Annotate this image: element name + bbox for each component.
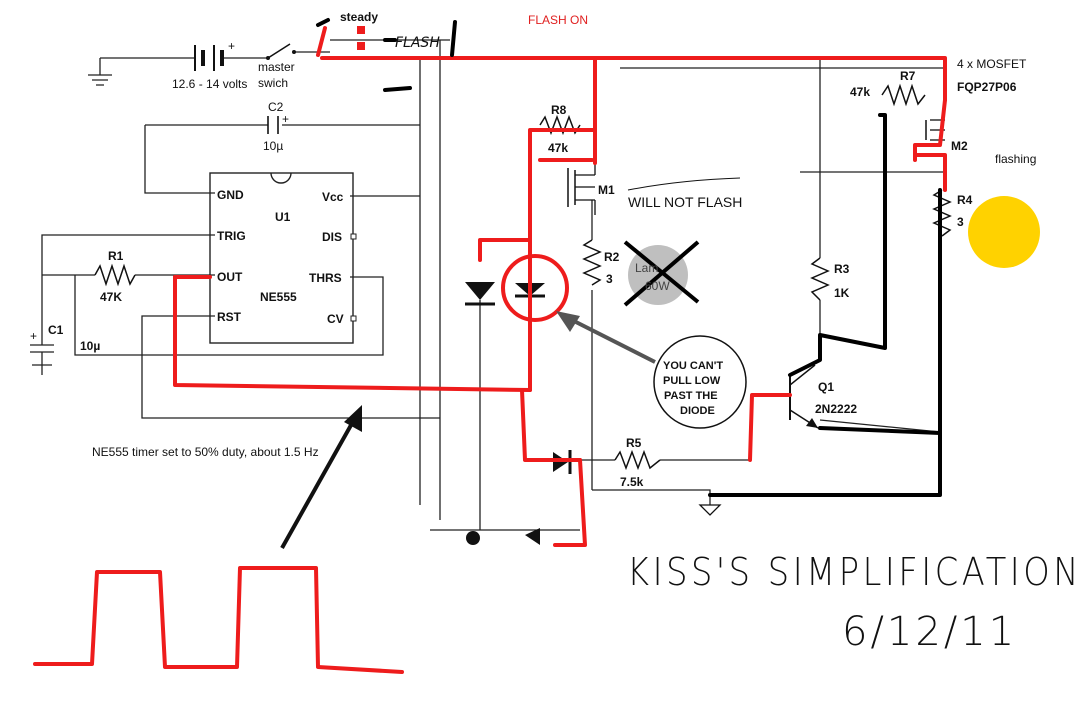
r3-name: R3 xyxy=(834,262,850,276)
c1-name: C1 xyxy=(48,323,64,337)
r1-name: R1 xyxy=(108,249,124,263)
c2-value: 10µ xyxy=(263,139,283,153)
c2-name: C2 xyxy=(268,100,284,114)
lamp-on xyxy=(968,196,1040,268)
pin-thrs: THRS xyxy=(309,271,342,285)
pin-out: OUT xyxy=(217,270,243,284)
pin-rst: RST xyxy=(217,310,242,324)
pin-vcc: Vcc xyxy=(322,190,344,204)
chip-part: NE555 xyxy=(260,290,297,304)
mosfet-m1 xyxy=(567,155,596,215)
steady-label: steady xyxy=(340,10,378,24)
resistor-r3 xyxy=(810,257,830,301)
r3-value: 1K xyxy=(834,286,850,300)
handwritten-date: 6/12/11 xyxy=(842,609,1017,655)
gray-arrow xyxy=(556,311,656,364)
r7-name: R7 xyxy=(900,69,916,83)
lamp-label-1: Lam xyxy=(635,261,658,275)
battery-plus: + xyxy=(228,39,235,53)
r2-name: R2 xyxy=(604,250,620,264)
c1-plus: + xyxy=(30,329,37,343)
resistor-r5 xyxy=(614,449,661,471)
r7-value: 47k xyxy=(850,85,870,99)
resistor-r7 xyxy=(881,83,926,107)
chip-ref: U1 xyxy=(275,210,291,224)
resistor-r2 xyxy=(582,239,602,286)
ground-symbol xyxy=(698,504,722,516)
battery-voltage-label: 12.6 - 14 volts xyxy=(172,77,247,91)
flash-label: FLASH xyxy=(395,35,440,51)
r4-name: R4 xyxy=(957,193,973,207)
r8-value: 47k xyxy=(548,141,568,155)
mosfet-part-label: FQP27P06 xyxy=(957,80,1017,94)
will-not-flash-label: WILL NOT FLASH xyxy=(628,194,742,210)
r5-name: R5 xyxy=(626,436,642,450)
ne555-chip: GND Vcc U1 TRIG DIS OUT THRS NE555 RST C… xyxy=(209,172,357,344)
callout-line-2: PULL LOW xyxy=(663,375,721,387)
flashing-label: flashing xyxy=(995,152,1036,166)
callout-line-1: YOU CAN'T xyxy=(663,360,723,372)
schematic-wires xyxy=(30,39,946,531)
black-annotations xyxy=(316,18,942,497)
lamp-label-2: 60W xyxy=(645,279,670,293)
master-switch xyxy=(266,43,296,60)
r5-value: 7.5k xyxy=(620,475,644,489)
pin-trig: TRIG xyxy=(217,229,246,243)
handwritten-title: KISS'S SIMPLIFICATION xyxy=(627,550,1082,594)
callout-bubble xyxy=(653,335,747,429)
r8-name: R8 xyxy=(551,103,567,117)
pin-gnd: GND xyxy=(217,188,244,202)
master-switch-label-1: master xyxy=(258,60,295,74)
red-annotations xyxy=(173,26,947,547)
callout-line-3: PAST THE xyxy=(664,390,718,402)
resistor-r1 xyxy=(94,263,136,287)
m1-name: M1 xyxy=(598,183,615,197)
battery xyxy=(194,45,224,71)
lamp-off xyxy=(623,240,700,307)
r2-value: 3 xyxy=(606,272,613,286)
mosfet-count-label: 4 x MOSFET xyxy=(957,57,1027,71)
diodes xyxy=(465,282,572,545)
q1-part: 2N2222 xyxy=(815,402,857,416)
callout-line-4: DIODE xyxy=(680,405,715,417)
pin-dis: DIS xyxy=(322,230,342,244)
m2-name: M2 xyxy=(951,139,968,153)
timer-note: NE555 timer set to 50% duty, about 1.5 H… xyxy=(92,445,319,459)
square-wave xyxy=(33,566,404,674)
black-arrow xyxy=(280,405,362,549)
c2-plus: + xyxy=(282,112,289,126)
q1-name: Q1 xyxy=(818,380,834,394)
pin-cv: CV xyxy=(327,312,344,326)
r1-value: 47K xyxy=(100,290,122,304)
c1-value: 10µ xyxy=(80,339,100,353)
r4-value: 3 xyxy=(957,215,964,229)
master-switch-label-2: swich xyxy=(258,76,288,90)
flash-on-label: FLASH ON xyxy=(528,13,588,27)
transistor-q1 xyxy=(789,364,819,429)
capacitor-c2 xyxy=(267,116,279,134)
